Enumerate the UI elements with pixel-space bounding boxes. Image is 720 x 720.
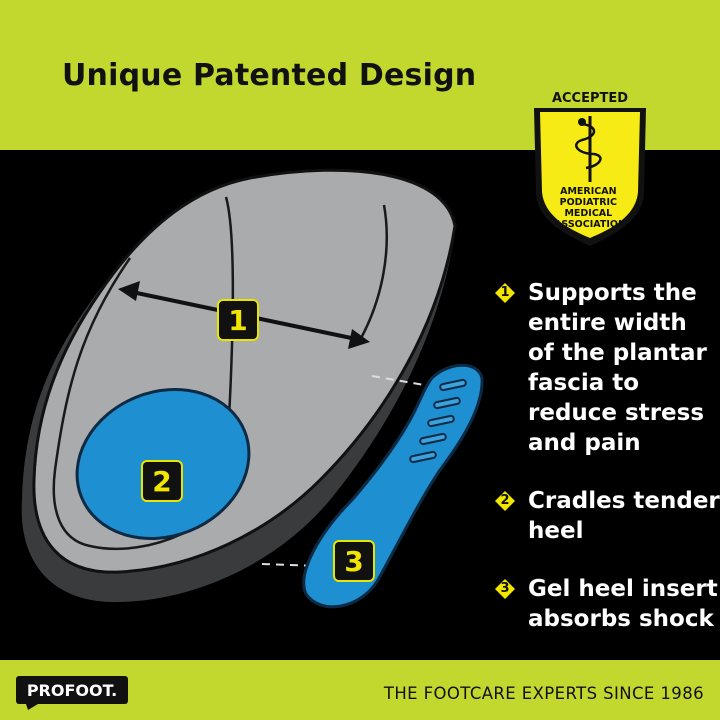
- callout-1-number: 1: [228, 304, 247, 337]
- benefit-item-3: 3 Gel heel insert absorbs shock: [494, 574, 720, 634]
- benefit-3-number: 3: [500, 581, 510, 596]
- gel-insert-ribs: [409, 378, 467, 464]
- gel-rib: [409, 450, 437, 464]
- seal-line-3: MEDICAL: [564, 208, 612, 219]
- width-arrow-head-left: [118, 281, 140, 301]
- logo-text: PROFOOT.: [27, 681, 117, 700]
- footer-tagline: THE FOOTCARE EXPERTS SINCE 1986: [383, 684, 704, 703]
- benefit-item-2: 2 Cradles tender heel: [494, 486, 720, 546]
- seal-top-text: ACCEPTED: [552, 91, 628, 106]
- gel-rib: [427, 414, 455, 428]
- page-title: Unique Patented Design: [62, 58, 477, 93]
- benefits-list: 1 Supports the entire width of the plant…: [494, 278, 720, 662]
- callout-2-number: 2: [152, 465, 171, 498]
- callout-2: 2: [141, 460, 183, 502]
- benefit-1-number: 1: [500, 285, 510, 300]
- svg-text:AMERICAN PODIATRIC MED: AMERICAN PODIATRIC MEDICAL ASSOCIATION: [554, 186, 626, 230]
- benefit-item-1: 1 Supports the entire width of the plant…: [494, 278, 720, 458]
- benefit-1-text: Supports the entire width of the plantar…: [528, 280, 707, 456]
- benefit-3-text: Gel heel insert absorbs shock: [528, 576, 718, 632]
- gel-rib: [419, 432, 447, 446]
- gel-rib: [439, 378, 467, 392]
- leader-line-top: [371, 375, 431, 387]
- seal-banner: [536, 84, 644, 110]
- gel-rib: [433, 396, 461, 410]
- apma-seal: ACCEPTED AMERICAN PODIATRIC MEDICAL ASSO…: [534, 84, 646, 246]
- seal-line-1: AMERICAN: [560, 186, 616, 197]
- diamond-marker-icon: [495, 579, 515, 599]
- callout-1: 1: [217, 299, 259, 341]
- seal-line-2: PODIATRIC: [560, 197, 617, 208]
- callout-3: 3: [333, 540, 375, 582]
- benefit-2-number: 2: [500, 493, 510, 508]
- benefit-2-text: Cradles tender heel: [528, 488, 720, 544]
- seal-line-4: ASSOCIATION: [554, 219, 626, 230]
- diamond-marker-icon: [495, 491, 515, 511]
- profoot-logo: PROFOOT.: [16, 676, 128, 710]
- inner-contour-right: [358, 204, 388, 341]
- callout-3-number: 3: [344, 545, 363, 578]
- caduceus-icon: [575, 116, 602, 182]
- width-arrow-head-right: [348, 329, 370, 349]
- diamond-marker-icon: [495, 283, 515, 303]
